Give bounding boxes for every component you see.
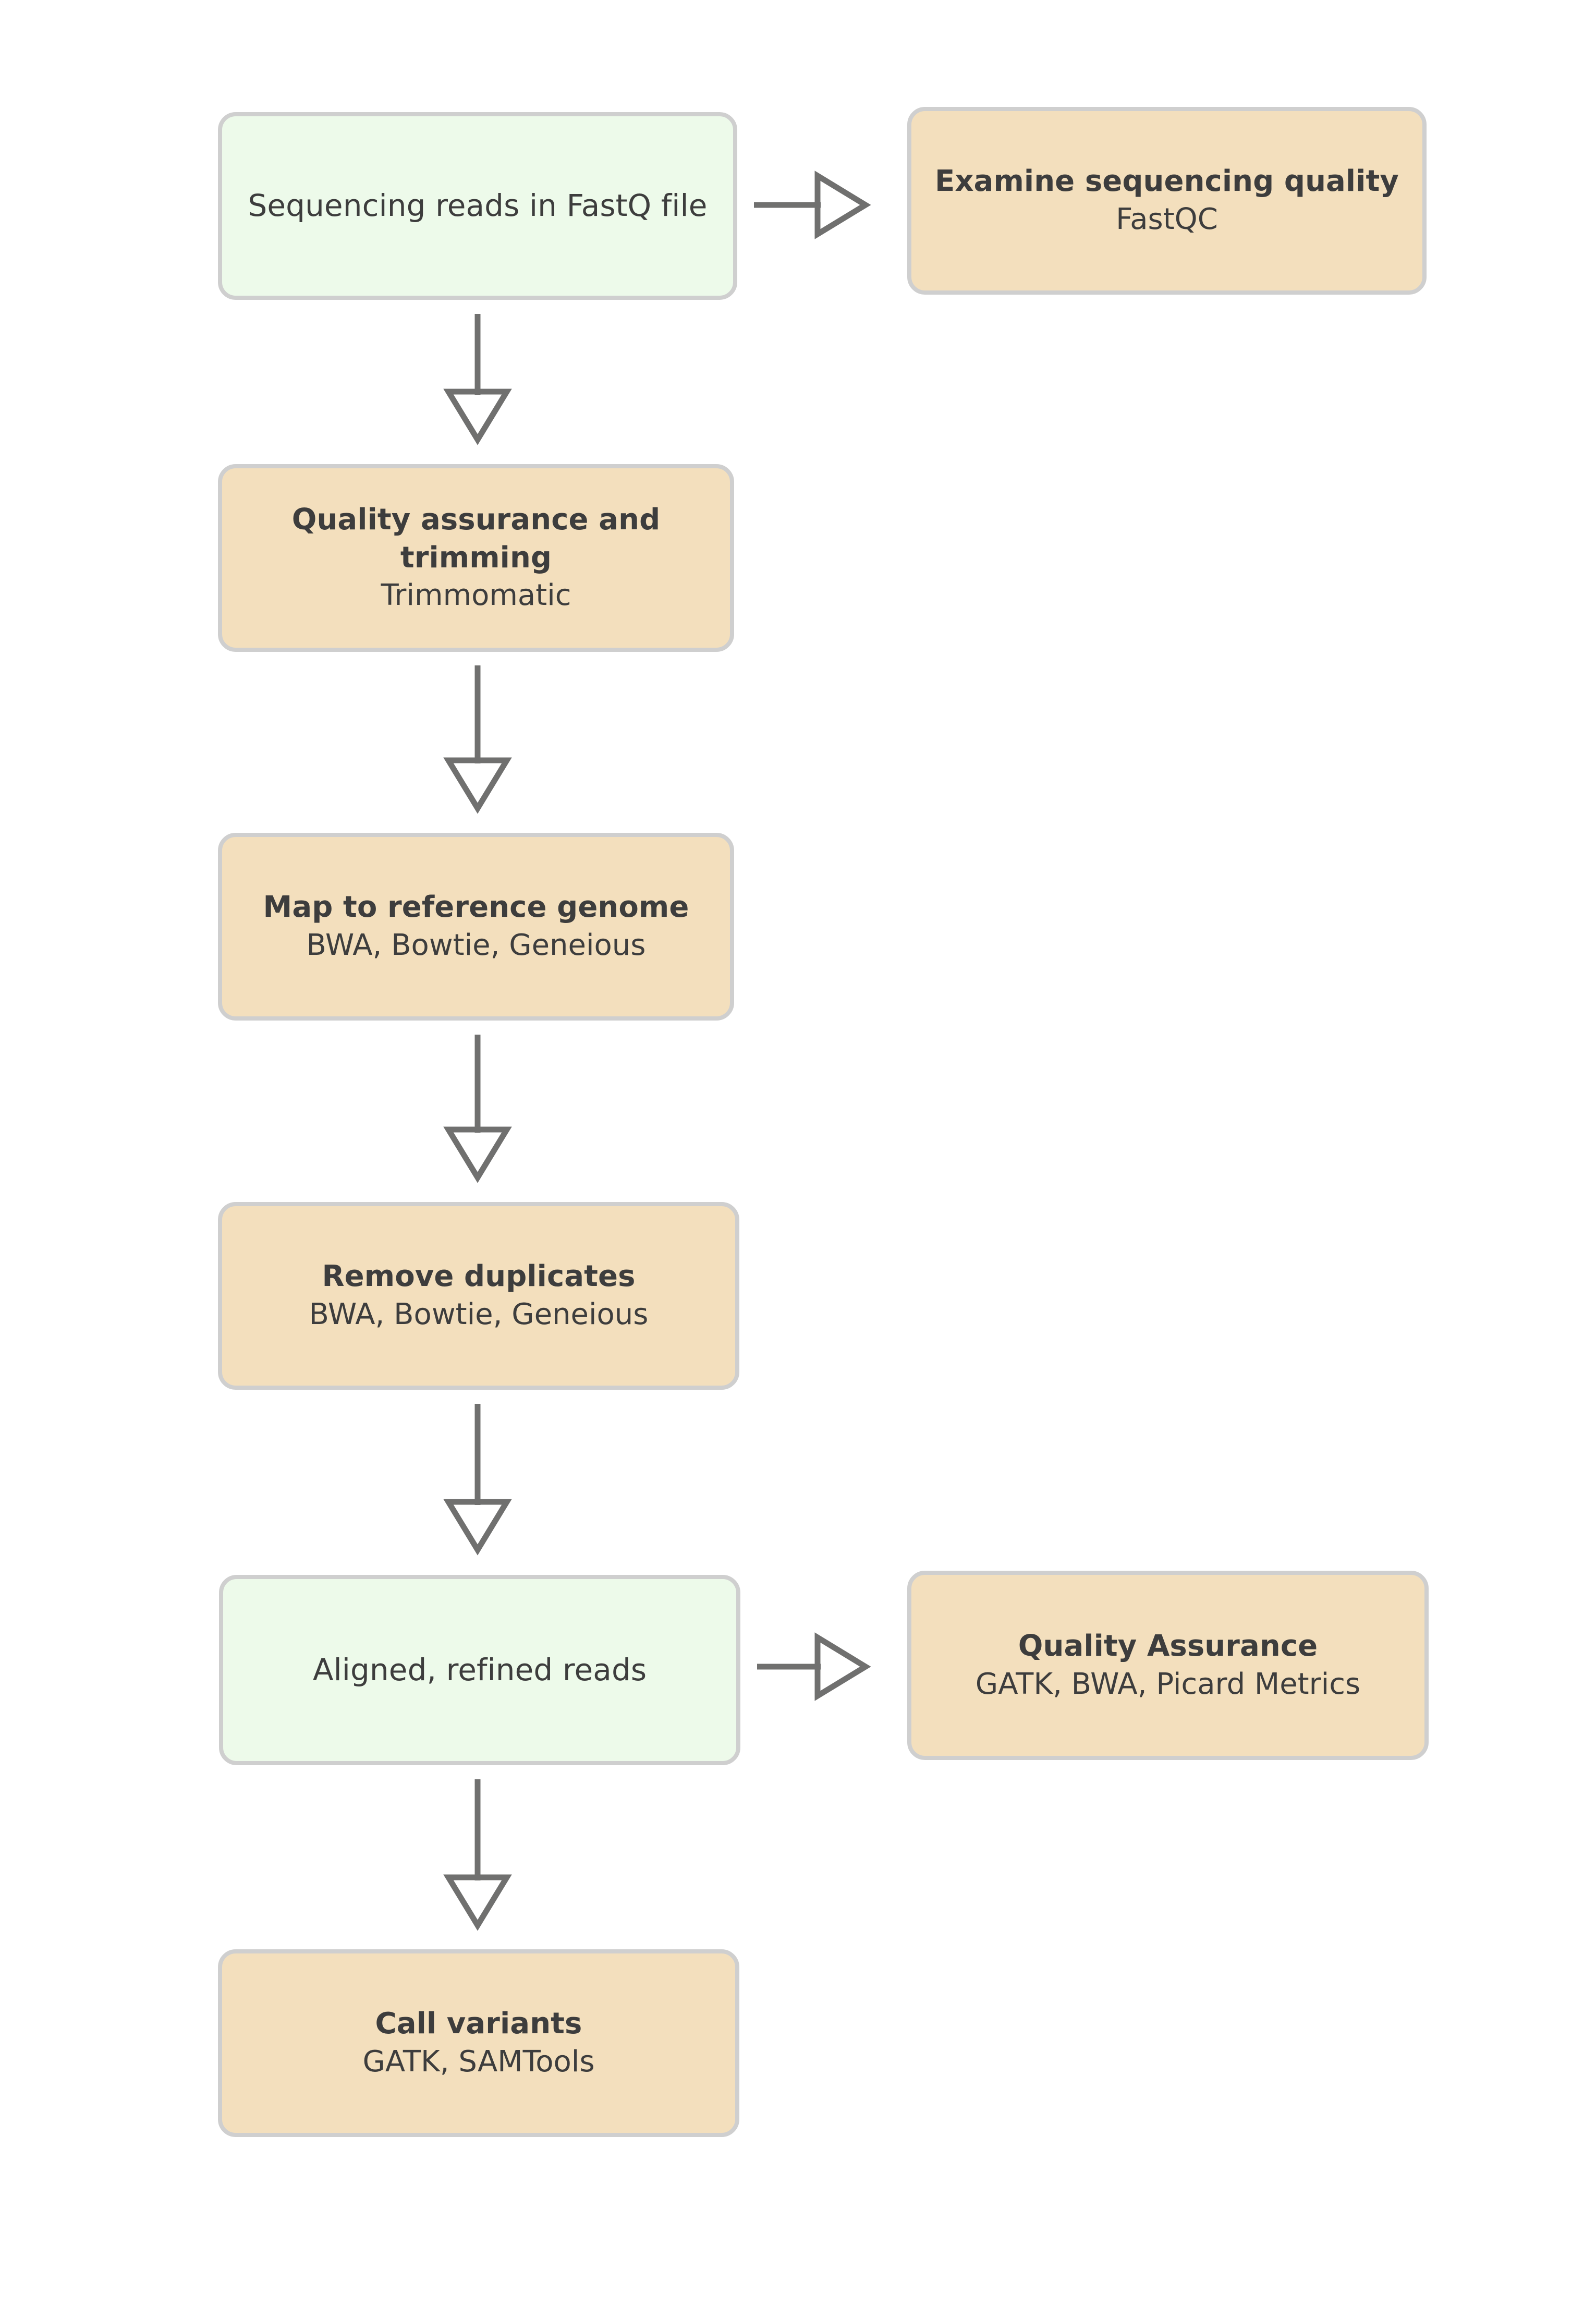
edge-e-dedup-aligned — [443, 1404, 512, 1556]
node-fastq[interactable]: Sequencing reads in FastQ file — [218, 112, 737, 300]
edge-e-aligned-variants — [443, 1779, 512, 1931]
edge-e-fastq-fastqc — [754, 171, 871, 239]
edge-e-map-dedup — [443, 1035, 512, 1183]
node-dedup-subtitle: BWA, Bowtie, Geneious — [309, 1297, 649, 1331]
node-qa-subtitle: GATK, BWA, Picard Metrics — [975, 1667, 1361, 1701]
arrowhead-icon — [443, 757, 512, 814]
edge-e-trimming-map — [443, 665, 512, 814]
arrowhead-icon — [443, 1499, 512, 1556]
node-variants-title: Call variants — [375, 2007, 582, 2041]
edge-e-aligned-qa — [757, 1632, 871, 1701]
node-qa-title: Quality Assurance — [1018, 1629, 1318, 1663]
node-fastqc-title: Examine sequencing quality — [934, 164, 1399, 199]
arrowhead-icon — [443, 1874, 512, 1931]
arrowhead-icon — [443, 1126, 512, 1183]
arrowhead-icon — [814, 1632, 871, 1701]
node-fastqc-subtitle: FastQC — [1116, 202, 1218, 236]
node-fastq-title: Sequencing reads in FastQ file — [248, 188, 708, 224]
arrowhead-icon — [814, 171, 871, 239]
arrowhead-icon — [443, 389, 512, 445]
node-trimming-title: Quality assurance and trimming — [291, 502, 661, 575]
node-map-subtitle: BWA, Bowtie, Geneious — [306, 928, 646, 962]
node-aligned-title: Aligned, refined reads — [312, 1652, 647, 1688]
node-aligned[interactable]: Aligned, refined reads — [219, 1575, 740, 1765]
node-map-title: Map to reference genome — [263, 890, 689, 925]
node-trimming-subtitle: Trimmomatic — [381, 578, 571, 613]
edge-e-fastq-trimming — [443, 314, 512, 445]
node-variants-subtitle: GATK, SAMTools — [362, 2045, 595, 2079]
node-dedup-title: Remove duplicates — [322, 1259, 636, 1294]
